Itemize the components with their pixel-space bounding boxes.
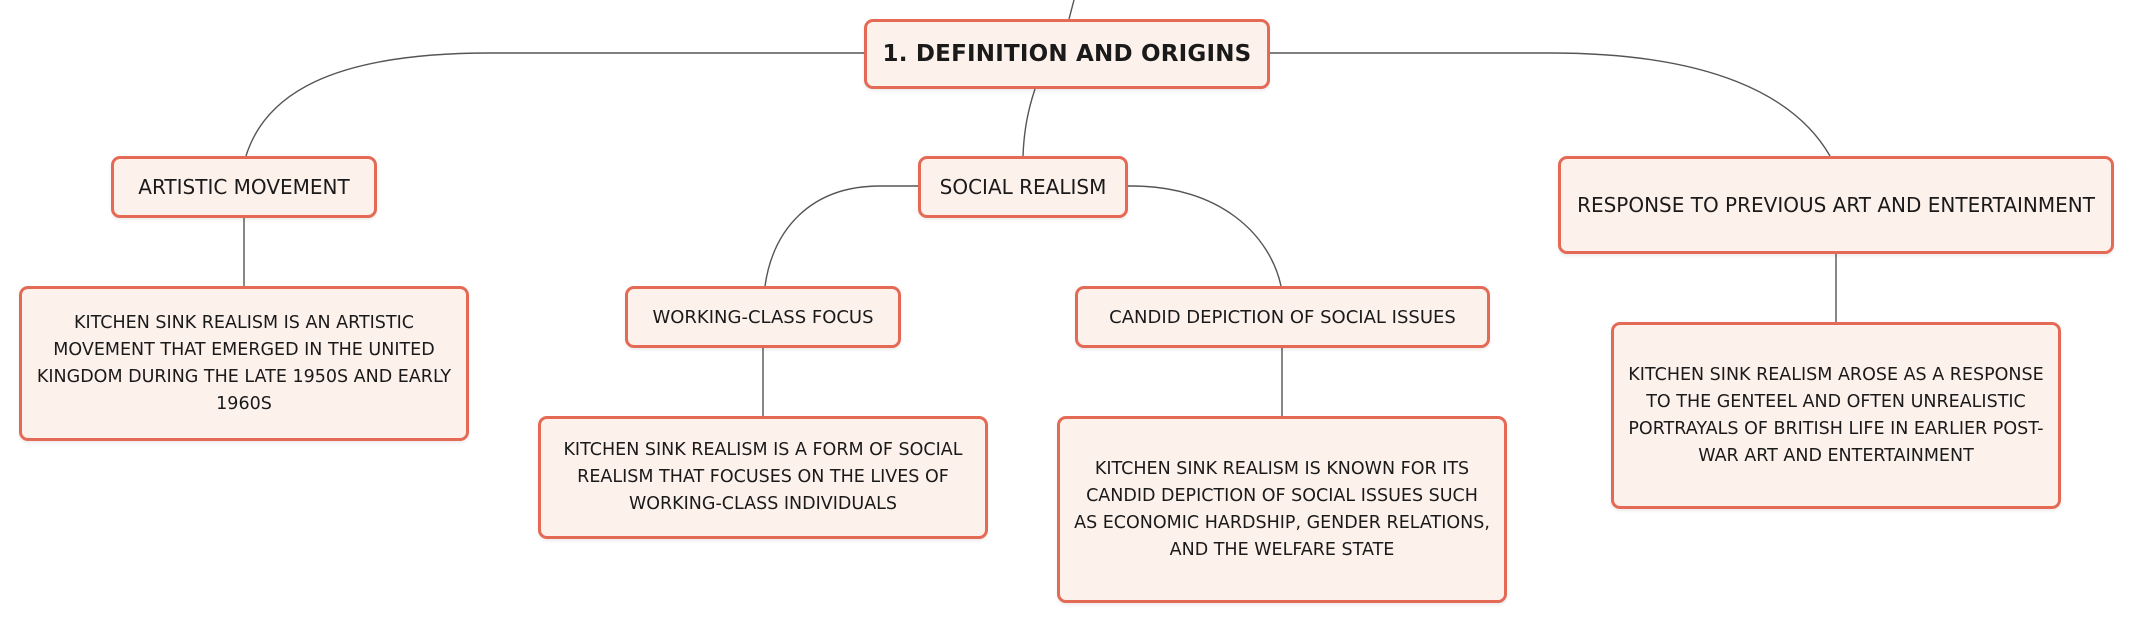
connector-root-artistic (245, 52, 864, 157)
topic-node-social-realism[interactable]: SOCIAL REALISM (918, 156, 1128, 218)
connector-root-social (1022, 88, 1036, 157)
topic-label: WORKING-CLASS FOCUS (652, 306, 874, 328)
detail-text: KITCHEN SINK REALISM IS A FORM OF SOCIAL… (563, 440, 963, 514)
detail-text: KITCHEN SINK REALISM AROSE AS A RESPONSE… (1628, 364, 2044, 466)
topic-label: ARTISTIC MOVEMENT (138, 175, 350, 199)
detail-node-artistic-movement[interactable]: KITCHEN SINK REALISM IS AN ARTISTIC MOVE… (19, 286, 469, 441)
detail-node-working-class-focus[interactable]: KITCHEN SINK REALISM IS A FORM OF SOCIAL… (538, 416, 988, 539)
root-topic-label: 1. DEFINITION AND ORIGINS (882, 41, 1252, 67)
connector-social-candid (1128, 185, 1282, 287)
detail-node-response[interactable]: KITCHEN SINK REALISM AROSE AS A RESPONSE… (1611, 322, 2061, 509)
connector-root-response (1270, 52, 1831, 157)
topic-node-artistic-movement[interactable]: ARTISTIC MOVEMENT (111, 156, 377, 218)
topic-node-candid-depiction[interactable]: CANDID DEPICTION OF SOCIAL ISSUES (1075, 286, 1490, 348)
detail-text: KITCHEN SINK REALISM IS KNOWN FOR ITS CA… (1074, 458, 1490, 560)
connector-from-parent (1068, 0, 1075, 20)
topic-node-response[interactable]: RESPONSE TO PREVIOUS ART AND ENTERTAINME… (1558, 156, 2114, 254)
topic-label: CANDID DEPICTION OF SOCIAL ISSUES (1109, 306, 1456, 328)
detail-text: KITCHEN SINK REALISM IS AN ARTISTIC MOVE… (36, 312, 452, 414)
topic-label: RESPONSE TO PREVIOUS ART AND ENTERTAINME… (1577, 193, 2095, 217)
connector-social-working (764, 185, 918, 287)
detail-node-candid-depiction[interactable]: KITCHEN SINK REALISM IS KNOWN FOR ITS CA… (1057, 416, 1507, 603)
root-topic-node[interactable]: 1. DEFINITION AND ORIGINS (864, 19, 1270, 89)
topic-label: SOCIAL REALISM (939, 175, 1107, 199)
topic-node-working-class-focus[interactable]: WORKING-CLASS FOCUS (625, 286, 901, 348)
